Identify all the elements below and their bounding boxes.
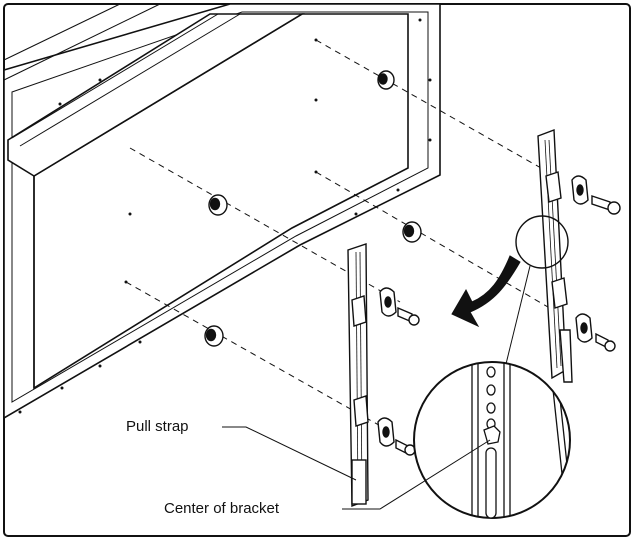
label-pull-strap: Pull strap xyxy=(126,418,357,481)
spacer-2 xyxy=(208,194,228,216)
curved-arrow-icon xyxy=(451,255,521,328)
alignment-lines xyxy=(125,39,561,429)
spacer-4 xyxy=(204,325,224,347)
pull-strap-label: Pull strap xyxy=(126,418,189,435)
detail-leader xyxy=(505,265,531,365)
spacer-3 xyxy=(402,221,422,243)
detail-source-circle xyxy=(515,215,569,269)
label-center-of-bracket: Center of bracket xyxy=(164,439,491,517)
left-bolts xyxy=(377,287,420,456)
right-bolts xyxy=(571,175,621,352)
spacer-1 xyxy=(377,70,395,90)
left-bracket xyxy=(347,243,369,508)
center-of-bracket-label: Center of bracket xyxy=(164,500,280,517)
right-bracket xyxy=(537,129,573,383)
spacers xyxy=(204,70,422,347)
magnified-detail xyxy=(413,361,571,519)
